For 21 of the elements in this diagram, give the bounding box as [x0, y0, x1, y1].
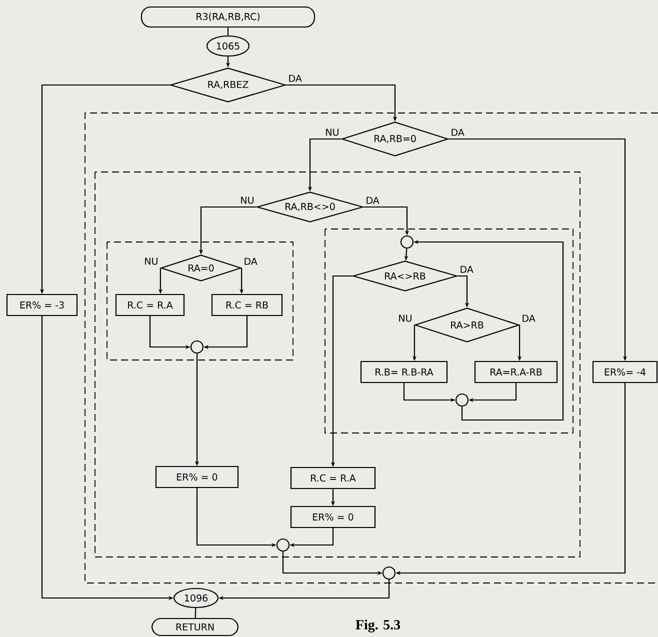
- edge-label: NU: [143, 256, 160, 266]
- process-box: ER% = -3: [6, 294, 78, 316]
- edge-label: NU: [324, 128, 340, 137]
- process-box: RA=R.A-RB: [474, 360, 558, 384]
- process-box: R.C = R.A: [290, 466, 376, 490]
- figure-caption: Fig. 5.3: [356, 620, 400, 632]
- junction-circle: [455, 393, 469, 407]
- process-box: ER%= -4: [592, 360, 658, 384]
- process-box: R.B= R.B-RA: [360, 360, 448, 384]
- edge-label: NU: [397, 314, 414, 323]
- terminal-box: R3(RA,RB,RC): [140, 6, 316, 28]
- process-box: R.C = R.A: [115, 294, 185, 316]
- junction-circle: [190, 340, 204, 354]
- junction-circle: [276, 538, 290, 552]
- process-box: ER% = 0: [290, 506, 376, 528]
- process-box: R.C = RB: [211, 294, 283, 316]
- process-box: ER% = 0: [155, 466, 239, 488]
- edge-label: NU: [239, 196, 256, 205]
- junction-circle: [400, 235, 414, 249]
- terminal-box: RETURN: [151, 618, 239, 636]
- junction-circle: [382, 566, 396, 580]
